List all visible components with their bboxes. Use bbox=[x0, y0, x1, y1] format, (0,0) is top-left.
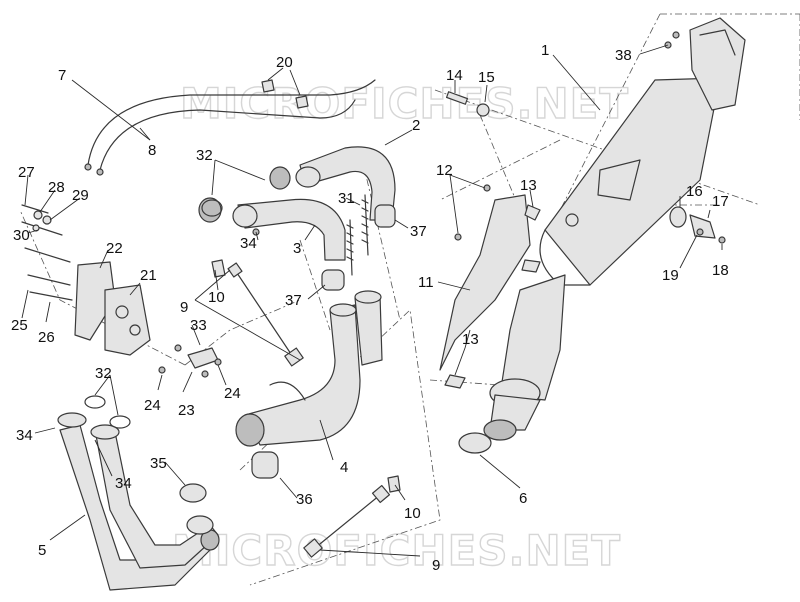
silencer-assembly bbox=[483, 77, 721, 441]
exhaust-valve-actuator bbox=[74, 261, 151, 356]
callout-labels: 1 2 3 4 5 6 7 8 9 9 10 10 11 12 13 13 14… bbox=[11, 42, 729, 574]
callout-10-upper: 10 bbox=[208, 289, 225, 306]
callout-11: 11 bbox=[418, 274, 434, 291]
callout-12: 12 bbox=[436, 162, 453, 179]
gaskets-32 bbox=[84, 199, 223, 429]
watermark-bottom: MICROFICHES.NET bbox=[172, 526, 621, 575]
sleeve-36 bbox=[251, 451, 279, 479]
silencer-hardware bbox=[444, 91, 726, 389]
sleeves-37 bbox=[321, 204, 396, 291]
callout-26: 26 bbox=[38, 329, 55, 346]
callout-14: 14 bbox=[446, 67, 463, 84]
callout-1: 1 bbox=[541, 42, 549, 59]
valve-bracket bbox=[158, 228, 260, 378]
callout-36: 36 bbox=[296, 491, 313, 508]
callout-20: 20 bbox=[276, 54, 293, 71]
callout-32-upper: 32 bbox=[196, 147, 213, 164]
callout-8: 8 bbox=[148, 142, 156, 159]
callout-34-left: 34 bbox=[16, 427, 33, 444]
callout-35: 35 bbox=[150, 455, 167, 472]
silencer-end-cap bbox=[664, 17, 746, 111]
callout-10-lower: 10 bbox=[404, 505, 421, 522]
callout-9-upper: 9 bbox=[180, 299, 188, 316]
callout-19: 19 bbox=[662, 267, 679, 284]
callout-33: 33 bbox=[190, 317, 207, 334]
callout-3: 3 bbox=[293, 240, 301, 257]
springs-31 bbox=[346, 194, 369, 276]
clamp-6 bbox=[458, 432, 492, 454]
header-pipe-3 bbox=[198, 197, 346, 261]
callout-9-lower: 9 bbox=[432, 557, 440, 574]
clamp-35 bbox=[179, 483, 214, 535]
callout-21: 21 bbox=[140, 267, 157, 284]
callout-15: 15 bbox=[478, 69, 495, 86]
callout-18: 18 bbox=[712, 262, 729, 279]
callout-16: 16 bbox=[686, 183, 703, 200]
callout-28: 28 bbox=[48, 179, 65, 196]
callout-5: 5 bbox=[38, 542, 46, 559]
callout-30: 30 bbox=[13, 227, 30, 244]
callout-38: 38 bbox=[615, 47, 632, 64]
callout-24-left: 24 bbox=[144, 397, 161, 414]
watermark-top: MICROFICHES.NET bbox=[180, 79, 629, 128]
callout-7: 7 bbox=[58, 67, 66, 84]
control-cables bbox=[84, 79, 376, 176]
callout-31: 31 bbox=[338, 190, 355, 207]
callout-13-upper: 13 bbox=[520, 177, 537, 194]
callout-34-upper: 34 bbox=[240, 235, 257, 252]
callout-24-right: 24 bbox=[224, 385, 241, 402]
callout-22: 22 bbox=[106, 240, 123, 257]
leader-lines bbox=[21, 44, 723, 557]
callout-4: 4 bbox=[340, 459, 348, 476]
callout-29: 29 bbox=[72, 187, 89, 204]
callout-34-right: 34 bbox=[115, 475, 132, 492]
callout-37-right: 37 bbox=[410, 223, 427, 240]
callout-6: 6 bbox=[519, 490, 527, 507]
actuator-fasteners bbox=[21, 204, 73, 301]
lambda-sensors bbox=[211, 259, 401, 558]
callout-2: 2 bbox=[412, 117, 420, 134]
callout-13-lower: 13 bbox=[462, 331, 479, 348]
callout-23: 23 bbox=[178, 402, 195, 419]
callout-32-lower: 32 bbox=[95, 365, 112, 382]
callout-27: 27 bbox=[18, 164, 35, 181]
callout-17: 17 bbox=[712, 193, 729, 210]
callout-25: 25 bbox=[11, 317, 28, 334]
collector-pipe-4 bbox=[235, 290, 383, 447]
callout-37-left: 37 bbox=[285, 292, 302, 309]
